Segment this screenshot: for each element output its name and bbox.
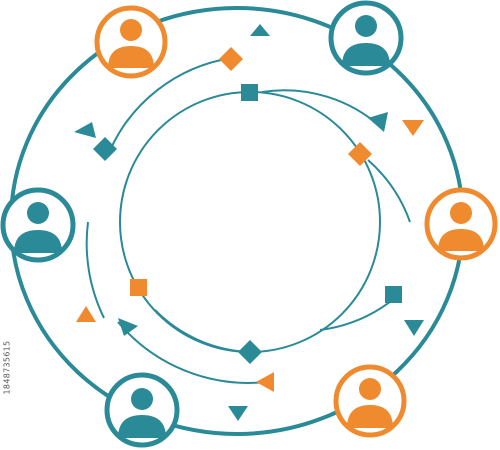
square-icon: [385, 286, 402, 303]
triangle-icon: [404, 320, 424, 336]
person-node-bottom-right: [333, 364, 407, 438]
person-icon: [342, 15, 390, 66]
person-icon: [347, 378, 393, 428]
diamond-icon: [219, 47, 243, 71]
stock-id-watermark: 1848735615: [2, 340, 12, 395]
triangle-icon: [76, 306, 96, 322]
outer-ring: [9, 6, 465, 436]
diamond-icon: [93, 137, 117, 161]
person-icon: [14, 202, 62, 253]
arrowhead-icon: [118, 318, 138, 336]
person-icon: [108, 19, 154, 68]
flow-arc-top-left: [107, 57, 233, 156]
person-node-right: [424, 187, 498, 261]
diamond-icon: [238, 340, 262, 364]
person-node-left: [0, 187, 76, 263]
diamond-icon: [348, 142, 372, 166]
triangle-icon: [228, 406, 248, 421]
flow-arc-bottom: [154, 309, 251, 353]
flow-arc-right: [367, 159, 411, 223]
square-icon: [241, 84, 258, 101]
person-icon: [118, 388, 166, 438]
person-node-top-right: [328, 0, 404, 76]
person-node-top-left: [94, 5, 168, 79]
flow-arc-left: [85, 221, 105, 319]
flow-arc-bottom-right: [319, 297, 396, 331]
triangle-icon: [402, 120, 424, 136]
flow-arc-bottom-left: [117, 321, 267, 384]
arrowhead-icon: [256, 372, 274, 392]
square-icon: [130, 279, 147, 296]
person-node-bottom-left: [104, 372, 180, 448]
arrowhead-icon: [368, 112, 388, 132]
triangle-icon: [250, 24, 270, 36]
person-icon: [438, 202, 484, 251]
triangle-icon: [74, 122, 96, 138]
